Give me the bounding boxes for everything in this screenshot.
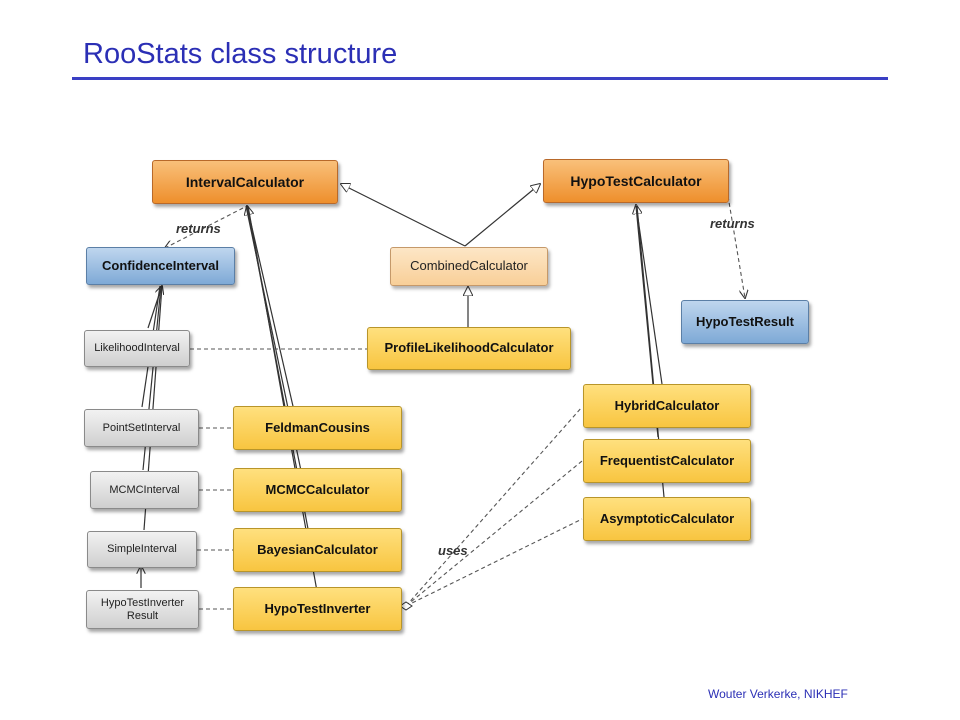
edge-combined-to-hypotestcalc xyxy=(464,184,540,247)
dash-inverter-frequentist xyxy=(405,460,583,607)
class-feldman-cousins: FeldmanCousins xyxy=(233,406,402,450)
class-pointset-interval-label: PointSetInterval xyxy=(102,421,181,434)
class-pointset-interval: PointSetInterval xyxy=(84,409,199,447)
edge-combined-to-intervalcalc xyxy=(341,184,466,247)
class-asymptotic-calculator-label: AsymptoticCalculator xyxy=(599,510,735,526)
class-interval-calculator: IntervalCalculator xyxy=(152,160,338,204)
class-mcmc-calculator: MCMCCalculator xyxy=(233,468,402,512)
class-frequentist-calculator-label: FrequentistCalculator xyxy=(599,452,735,468)
class-confidence-interval: ConfidenceInterval xyxy=(86,247,235,285)
label-returns-hypotest: returns xyxy=(710,216,755,231)
class-asymptotic-calculator: AsymptoticCalculator xyxy=(583,497,751,541)
class-hypotest-inverter-result-line1: HypoTestInverter xyxy=(100,596,185,609)
class-hybrid-calculator: HybridCalculator xyxy=(583,384,751,428)
class-hypotest-inverter: HypoTestInverter xyxy=(233,587,402,631)
class-simple-interval: SimpleInterval xyxy=(87,531,197,568)
class-mcmc-interval: MCMCInterval xyxy=(90,471,199,509)
class-hypotest-inverter-label: HypoTestInverter xyxy=(264,600,371,616)
slide-footer: Wouter Verkerke, NIKHEF xyxy=(708,687,848,701)
class-mcmc-interval-label: MCMCInterval xyxy=(109,483,180,496)
title-underline xyxy=(72,77,888,80)
class-likelihood-interval-label: LikelihoodInterval xyxy=(94,342,180,355)
class-hypotest-calculator: HypoTestCalculator xyxy=(543,159,729,203)
uses-diamond xyxy=(399,601,413,611)
label-uses: uses xyxy=(438,543,468,558)
class-profile-likelihood-calculator: ProfileLikelihoodCalculator xyxy=(367,327,571,370)
class-bayesian-calculator-label: BayesianCalculator xyxy=(257,541,378,557)
label-returns-interval: returns xyxy=(176,221,221,236)
class-mcmc-calculator-label: MCMCCalculator xyxy=(265,481,370,497)
dash-inverter-asymptotic xyxy=(405,518,583,607)
class-hypotest-calculator-label: HypoTestCalculator xyxy=(570,172,702,189)
edge-hybrid-to-hypotestcalc xyxy=(636,205,663,385)
class-hypotest-result-label: HypoTestResult xyxy=(696,313,794,329)
class-confidence-interval-label: ConfidenceInterval xyxy=(101,257,220,273)
class-combined-calculator: CombinedCalculator xyxy=(390,247,548,286)
class-interval-calculator-label: IntervalCalculator xyxy=(185,173,305,190)
dash-inverter-hybrid xyxy=(405,406,583,607)
edge-likelihood-to-confint xyxy=(147,286,162,329)
class-bayesian-calculator: BayesianCalculator xyxy=(233,528,402,572)
class-frequentist-calculator: FrequentistCalculator xyxy=(583,439,751,483)
edge-returns-confint xyxy=(165,207,244,248)
class-hypotest-inverter-result-label: HypoTestInverter Result xyxy=(101,597,184,622)
class-likelihood-interval: LikelihoodInterval xyxy=(84,330,190,367)
association-lines xyxy=(165,195,745,610)
edge-returns-hypotestresult xyxy=(727,195,745,298)
class-profile-likelihood-calculator-label: ProfileLikelihoodCalculator xyxy=(384,340,554,356)
class-feldman-cousins-label: FeldmanCousins xyxy=(265,419,370,435)
class-hypotest-result: HypoTestResult xyxy=(681,300,809,344)
class-hybrid-calculator-label: HybridCalculator xyxy=(614,397,720,413)
class-combined-calculator-label: CombinedCalculator xyxy=(410,258,528,274)
class-hypotest-inverter-result: HypoTestInverter Result xyxy=(86,590,199,629)
class-hypotest-inverter-result-line2: Result xyxy=(126,609,159,622)
class-simple-interval-label: SimpleInterval xyxy=(107,543,177,556)
slide-title: RooStats class structure xyxy=(83,38,398,70)
edge-feldman-to-intervalcalc xyxy=(247,206,299,429)
